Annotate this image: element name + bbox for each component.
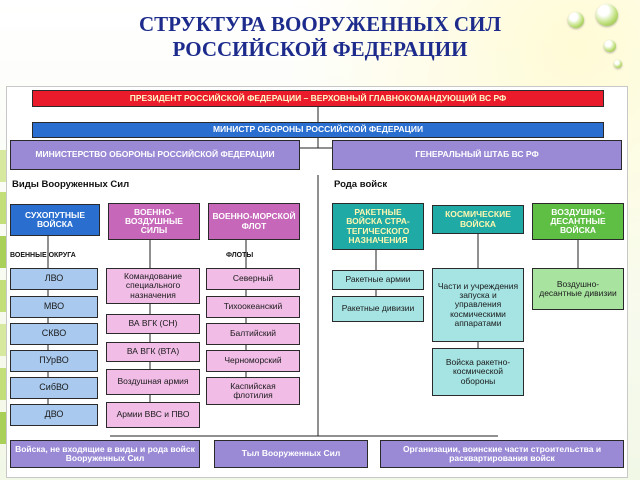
fleet-item: Каспийская флотилия: [206, 377, 300, 405]
branches-heading: Виды Вооруженных Сил: [12, 179, 130, 190]
water-drop-icon: [596, 4, 618, 26]
fleet-item: Балтийский: [206, 323, 300, 345]
fleets-heading: ФЛОТЫ: [226, 252, 254, 259]
arm-space: КОСМИЧЕСКИЕ ВОЙСКА: [432, 205, 524, 234]
arm-strategic-missile: РАКЕТНЫЕ ВОЙСКА СТРА-ТЕГИЧЕСКОГО НАЗНАЧЕ…: [332, 203, 424, 250]
rear-services-box: Тыл Вооруженных Сил: [214, 440, 368, 468]
arm-airborne: ВОЗДУШНО-ДЕСАНТНЫЕ ВОЙСКА: [532, 203, 624, 240]
district-item: ПУрВО: [10, 350, 98, 372]
air-unit-item: ВА ВГК (СН): [106, 314, 200, 334]
rvsn-unit-item: Ракетные армии: [332, 270, 424, 290]
water-drop-icon: [614, 60, 622, 68]
president-box: ПРЕЗИДЕНТ РОССИЙСКОЙ ФЕДЕРАЦИИ – ВЕРХОВН…: [32, 90, 604, 107]
space-unit-item: Войска ракетно-космической обороны: [432, 348, 524, 396]
districts-heading: ВОЕННЫЕ ОКРУГА: [10, 252, 76, 259]
air-unit-item: ВА ВГК (ВТА): [106, 342, 200, 362]
district-item: ЛВО: [10, 268, 98, 290]
title-line-2: РОССИЙСКОЙ ФЕДЕРАЦИИ: [172, 37, 468, 61]
slide-title: СТРУКТУРА ВООРУЖЕННЫХ СИЛ РОССИЙСКОЙ ФЕД…: [60, 12, 580, 62]
minister-box: МИНИСТР ОБОРОНЫ РОССИЙСКОЙ ФЕДЕРАЦИИ: [32, 122, 604, 138]
air-unit-item: Командование специального назначения: [106, 268, 200, 304]
general-staff-box: ГЕНЕРАЛЬНЫЙ ШТАБ ВС РФ: [332, 140, 622, 170]
district-item: СибВО: [10, 377, 98, 399]
district-item: ДВО: [10, 404, 98, 426]
ministry-box: МИНИСТЕРСТВО ОБОРОНЫ РОССИЙСКОЙ ФЕДЕРАЦИ…: [10, 140, 300, 170]
branch-air-force: ВОЕННО-ВОЗДУШНЫЕ СИЛЫ: [108, 203, 200, 240]
title-line-1: СТРУКТУРА ВООРУЖЕННЫХ СИЛ: [138, 12, 502, 36]
space-unit-item: Части и учреждения запуска и управления …: [432, 268, 524, 342]
branch-ground-forces: СУХОПУТНЫЕ ВОЙСКА: [10, 204, 100, 236]
air-unit-item: Воздушная армия: [106, 369, 200, 395]
construction-box: Организации, воинские части строительств…: [380, 440, 624, 468]
district-item: СКВО: [10, 323, 98, 345]
arms-heading: Рода войск: [334, 179, 388, 190]
air-unit-item: Армии ВВС и ПВО: [106, 402, 200, 428]
fleet-item: Тихоокеанский: [206, 296, 300, 318]
branch-navy: ВОЕННО-МОРСКОЙ ФЛОТ: [208, 203, 300, 240]
fleet-item: Северный: [206, 268, 300, 290]
water-drop-icon: [604, 40, 616, 52]
water-drop-icon: [568, 12, 584, 28]
fleet-item: Черноморский: [206, 350, 300, 372]
other-troops-box: Войска, не входящие в виды и рода войск …: [10, 440, 200, 468]
airborne-unit-item: Воздушно-десантные дивизии: [532, 268, 624, 310]
district-item: МВО: [10, 296, 98, 318]
rvsn-unit-item: Ракетные дивизии: [332, 296, 424, 322]
